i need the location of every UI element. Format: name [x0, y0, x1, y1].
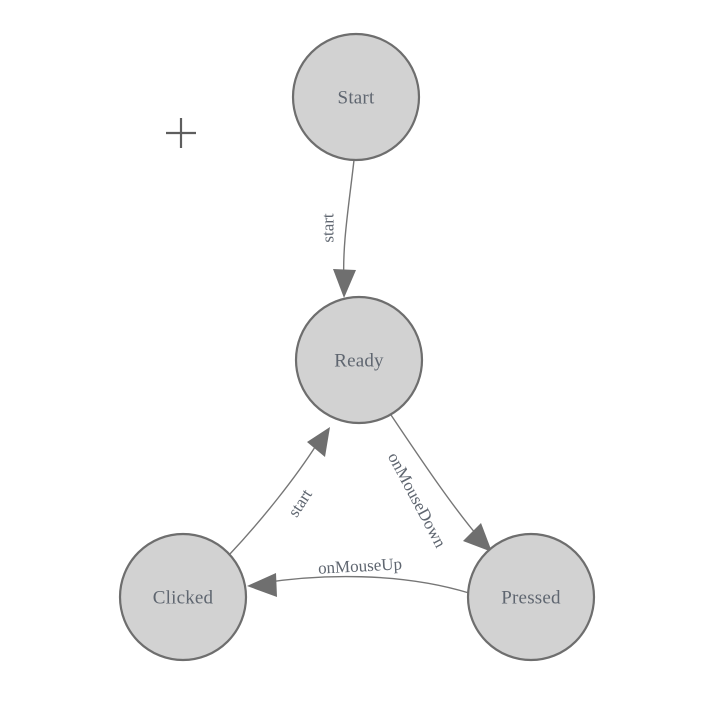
nodes-layer: Start Ready Clicked Pressed [118, 32, 596, 662]
edge-label-ready-to-pressed: onMouseDown [384, 449, 450, 551]
arrowhead-ready-to-pressed [463, 523, 492, 552]
node-label-clicked: Clicked [153, 588, 214, 609]
edge-pressed-to-clicked[interactable]: onMouseUp [247, 554, 470, 597]
node-circle-clicked[interactable] [118, 532, 248, 662]
crosshair-icon [166, 118, 196, 148]
edge-label-pressed-to-clicked: onMouseUp [318, 554, 403, 577]
node-start[interactable]: Start [291, 32, 421, 162]
node-circle-ready[interactable] [294, 295, 424, 425]
node-ready[interactable]: Ready [294, 295, 424, 425]
arrowhead-clicked-to-ready [307, 427, 330, 457]
node-label-start: Start [338, 88, 375, 109]
edge-clicked-to-ready[interactable]: start [228, 427, 330, 556]
edge-line-pressed-to-clicked[interactable] [261, 575, 470, 594]
node-label-ready: Ready [334, 351, 384, 372]
node-circle-start[interactable] [291, 32, 421, 162]
edge-line-clicked-to-ready[interactable] [228, 443, 318, 556]
edge-start-to-ready[interactable]: start [319, 159, 357, 298]
node-pressed[interactable]: Pressed [466, 532, 596, 662]
node-clicked[interactable]: Clicked [118, 532, 248, 662]
edge-line-ready-to-pressed[interactable] [390, 414, 482, 541]
edge-label-start-to-ready: start [319, 213, 338, 243]
arrowhead-pressed-to-clicked [247, 573, 277, 597]
node-label-pressed: Pressed [501, 588, 561, 609]
edge-ready-to-pressed[interactable]: onMouseDown [384, 414, 492, 552]
node-circle-pressed[interactable] [466, 532, 596, 662]
edge-label-clicked-to-ready: start [284, 485, 316, 520]
arrowhead-start-to-ready [333, 269, 356, 298]
edge-line-start-to-ready[interactable] [342, 159, 355, 284]
